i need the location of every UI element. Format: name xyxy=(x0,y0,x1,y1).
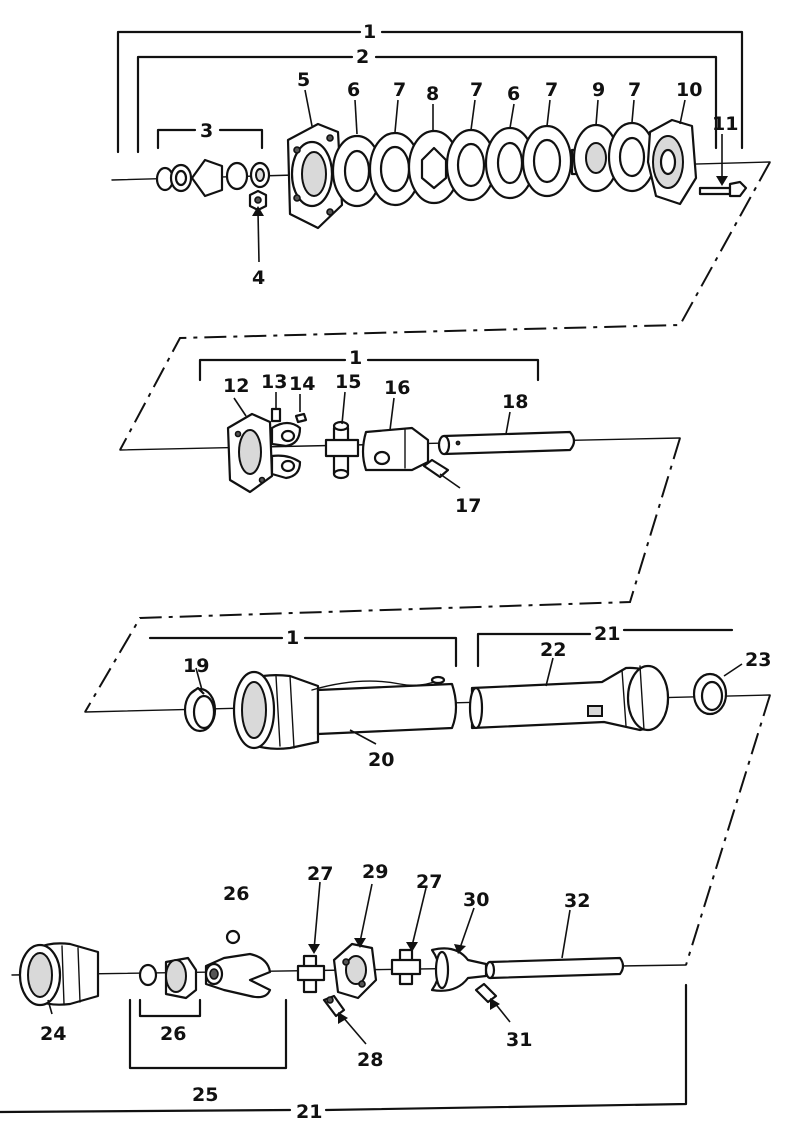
bracket-25 xyxy=(128,998,288,1070)
part-31-pin xyxy=(474,982,498,1004)
section-clutch-assembly: 1 2 3 4 5 6 7 8 7 6 7 9 7 10 11 xyxy=(111,21,771,451)
bracket-21-lower xyxy=(0,983,688,1114)
parts-6-7-8-friction-discs xyxy=(331,121,657,208)
callout-6-a: 6 xyxy=(347,79,360,101)
part-23-bearing-ring xyxy=(692,672,728,716)
section-yoke-shaft: 1 12 13 14 15 16 17 18 xyxy=(84,347,681,713)
part-10-housing xyxy=(646,118,698,206)
callout-25: 25 xyxy=(192,1084,218,1106)
callout-7-c: 7 xyxy=(545,79,558,101)
callout-22: 22 xyxy=(540,639,566,661)
callout-1-mid: 1 xyxy=(349,347,362,369)
part-26-bushing xyxy=(164,956,198,1000)
part-28-grease-fitting xyxy=(322,994,346,1018)
callout-28: 28 xyxy=(357,1049,383,1071)
callout-31: 31 xyxy=(506,1029,532,1051)
part-24-shield-cone xyxy=(18,942,100,1007)
callout-12: 12 xyxy=(223,375,249,397)
part-16-yoke xyxy=(361,426,430,472)
part-17-pin xyxy=(422,458,450,479)
callout-14: 14 xyxy=(289,373,315,395)
part-26-ball xyxy=(225,929,241,945)
callout-1-top: 1 xyxy=(363,21,376,43)
callout-13: 13 xyxy=(261,371,287,393)
part-32-inner-shaft xyxy=(484,956,625,980)
callout-15: 15 xyxy=(335,371,361,393)
callout-7-d: 7 xyxy=(628,79,641,101)
callout-10: 10 xyxy=(676,79,702,101)
part-3-seal-rings xyxy=(155,158,271,198)
part-29-centering-body xyxy=(332,942,378,1000)
part-19-bearing-ring xyxy=(183,686,217,733)
part-22-inner-shield xyxy=(468,664,670,732)
callout-26-top: 26 xyxy=(223,883,249,905)
part-15-cross xyxy=(324,420,360,480)
part-27-cross-a xyxy=(296,954,326,994)
callout-21-lower: 21 xyxy=(296,1101,322,1123)
part-14-pin xyxy=(294,412,308,424)
callout-24: 24 xyxy=(40,1023,66,1045)
callout-16: 16 xyxy=(384,377,410,399)
part-18-tube xyxy=(437,430,576,456)
section-2-boundary xyxy=(84,437,681,713)
callout-9: 9 xyxy=(592,79,605,101)
callout-17: 17 xyxy=(455,495,481,517)
bracket-1-mid xyxy=(198,358,540,382)
bracket-1-lower xyxy=(148,636,458,668)
callout-26-bottom: 26 xyxy=(160,1023,186,1045)
callout-18: 18 xyxy=(502,391,528,413)
callout-30: 30 xyxy=(463,889,489,911)
callout-3: 3 xyxy=(200,120,213,142)
part-5-flange-plate xyxy=(286,122,344,230)
bracket-3 xyxy=(156,128,264,150)
callout-8: 8 xyxy=(426,83,439,105)
section-drive-end: 26 27 29 27 30 32 24 26 28 31 25 21 xyxy=(0,861,688,1123)
callout-32: 32 xyxy=(564,890,590,912)
part-11-bolt xyxy=(698,180,748,198)
callout-11: 11 xyxy=(712,113,738,135)
part-12-yoke-ears xyxy=(270,421,302,480)
bracket-2-top xyxy=(136,55,718,154)
part-30-yoke xyxy=(430,947,488,992)
callout-6-b: 6 xyxy=(507,83,520,105)
section-1-boundary xyxy=(119,161,771,451)
callout-19: 19 xyxy=(183,655,209,677)
part-25-yoke xyxy=(204,952,272,999)
callout-27-a: 27 xyxy=(307,863,333,885)
bracket-26 xyxy=(138,998,202,1018)
part-12-flange xyxy=(226,412,274,494)
bracket-1-top xyxy=(116,30,744,154)
callout-23: 23 xyxy=(745,649,771,671)
callout-21-upper: 21 xyxy=(594,623,620,645)
part-26-ring xyxy=(138,963,158,987)
callout-4: 4 xyxy=(252,267,265,289)
part-4-nut xyxy=(248,189,268,212)
section-shield-tubes: 1 21 19 20 22 23 xyxy=(84,623,771,966)
callout-1-lower: 1 xyxy=(286,627,299,649)
section-3-boundary xyxy=(685,694,771,966)
callout-27-b: 27 xyxy=(416,871,442,893)
callout-29: 29 xyxy=(362,861,388,883)
callout-7-a: 7 xyxy=(393,79,406,101)
callout-7-b: 7 xyxy=(470,79,483,101)
bracket-21-upper xyxy=(476,628,734,668)
callout-5: 5 xyxy=(297,69,310,91)
part-20-outer-shield xyxy=(232,670,458,750)
part-13-grease-fitting xyxy=(270,407,282,423)
part-27-cross-b xyxy=(390,948,422,986)
callout-20: 20 xyxy=(368,749,394,771)
callout-2: 2 xyxy=(356,46,369,68)
